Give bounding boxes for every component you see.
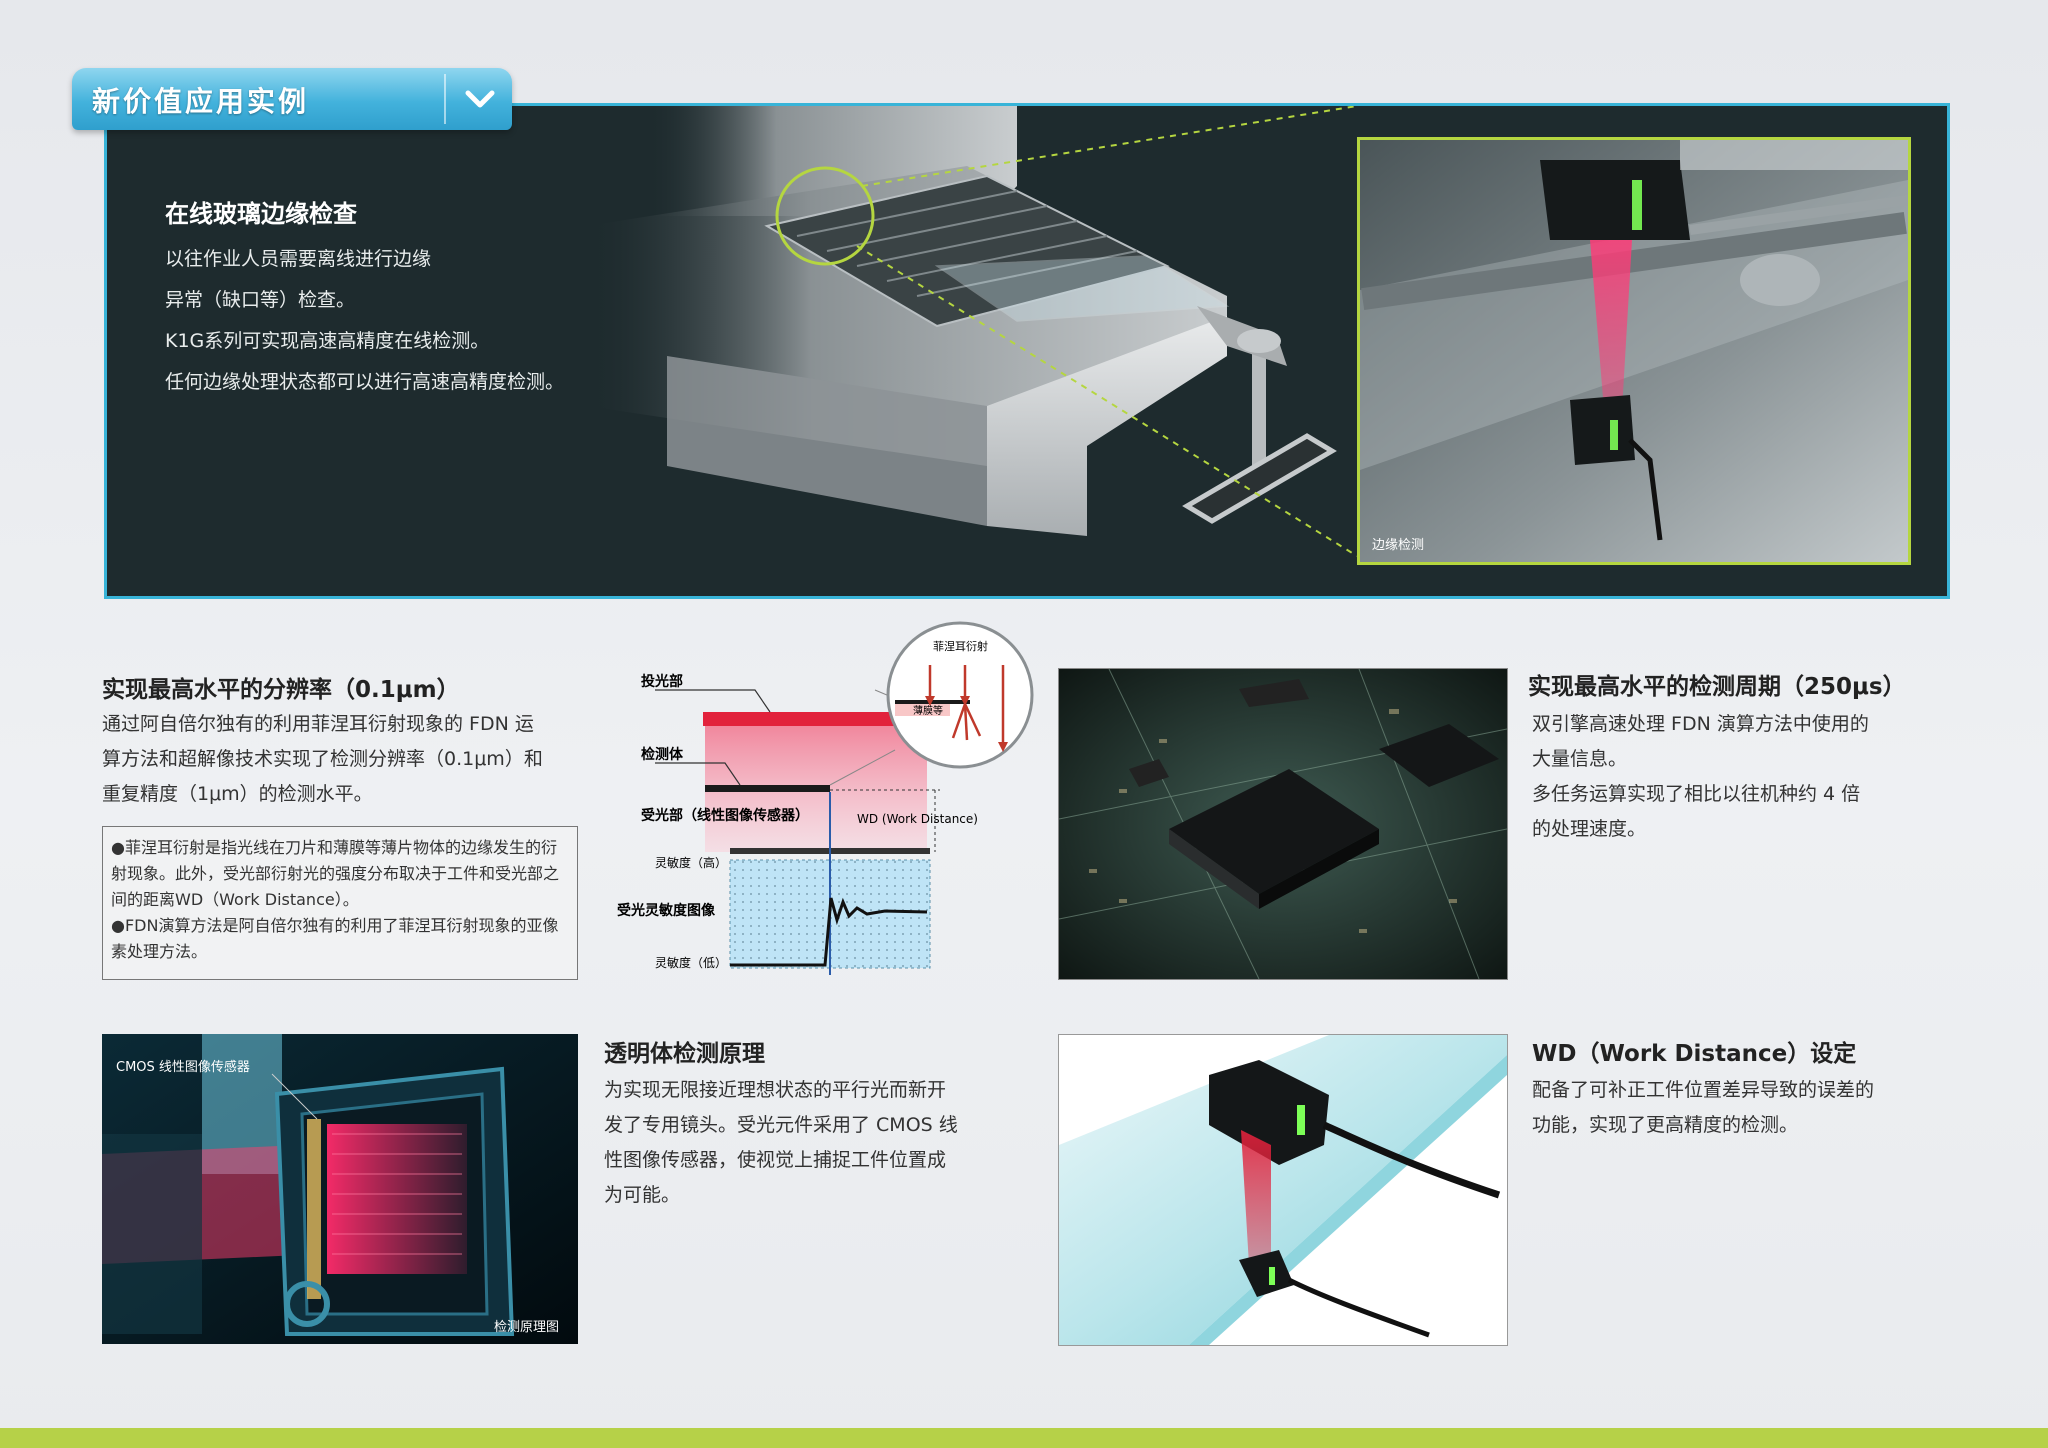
- receiver-label: 受光部（线性图像传感器）: [641, 807, 809, 824]
- sens-image-label: 受光灵敏度图像: [617, 902, 716, 919]
- transparent-line: 性图像传感器，使视觉上捕捉工件位置成: [604, 1149, 947, 1171]
- wd-title: WD（Work Distance）设定: [1532, 1041, 1857, 1067]
- cycle-line: 的处理速度。: [1532, 818, 1647, 840]
- note-box: ●菲涅耳衍射是指光线在刀片和薄膜等薄片物体的边缘发生的衍射现象。此外，受光部衍射…: [102, 826, 578, 980]
- edge-detection-inset: 边缘检测: [1357, 137, 1911, 565]
- header-divider: [444, 74, 446, 124]
- note-text: FDN演算方法是阿自倍尔独有的利用了菲涅耳衍射现象的亚像素处理方法。: [111, 916, 559, 961]
- cmos-label: CMOS 线性图像传感器: [116, 1060, 250, 1075]
- resolution-line: 通过阿自倍尔独有的利用菲涅耳衍射现象的 FDN 运: [102, 713, 534, 735]
- resolution-title: 实现最高水平的分辨率（0.1μm）: [102, 677, 460, 703]
- section-header-tab[interactable]: 新价值应用实例: [72, 68, 512, 130]
- transparent-title: 透明体检测原理: [604, 1041, 765, 1067]
- resolution-line: 重复精度（1μm）的检测水平。: [102, 783, 373, 805]
- wd-label: WD (Work Distance): [857, 812, 978, 826]
- cycle-line: 大量信息。: [1532, 748, 1628, 770]
- object-bar: [705, 785, 830, 792]
- film-label: 薄膜等: [913, 704, 943, 717]
- note-item: ●FDN演算方法是阿自倍尔独有的利用了菲涅耳衍射现象的亚像素处理方法。: [111, 913, 571, 965]
- cycle-title: 实现最高水平的检测周期（250μs）: [1528, 674, 1906, 700]
- projector-label: 投光部: [641, 673, 683, 690]
- projector-bar: [703, 712, 929, 726]
- wd-photo: [1058, 1034, 1508, 1346]
- pcb-photo: [1058, 668, 1508, 980]
- cmos-photo: CMOS 线性图像传感器 检测原理图: [102, 1034, 578, 1344]
- transparent-line: 为实现无限接近理想状态的平行光而新开: [604, 1079, 947, 1101]
- hero-title: 在线玻璃边缘检查: [165, 200, 357, 228]
- bullet-icon: ●: [111, 838, 125, 857]
- cmos-caption: 检测原理图: [494, 1320, 560, 1335]
- resolution-line: 算方法和超解像技术实现了检测分辨率（0.1μm）和: [102, 748, 543, 770]
- edge-detection-photo: [1360, 140, 1908, 562]
- note-item: ●菲涅耳衍射是指光线在刀片和薄膜等薄片物体的边缘发生的衍射现象。此外，受光部衍射…: [111, 835, 571, 913]
- fresnel-label: 菲涅耳衍射: [933, 639, 988, 653]
- hero-line: 以往作业人员需要离线进行边缘: [165, 248, 432, 270]
- glass-machine-illustration: [587, 106, 1358, 557]
- note-text: 菲涅耳衍射是指光线在刀片和薄膜等薄片物体的边缘发生的衍射现象。此外，受光部衍射光…: [111, 838, 560, 909]
- hero-line: 异常（缺口等）检查。: [165, 289, 356, 311]
- chevron-down-icon[interactable]: [460, 82, 500, 116]
- hero-line: K1G系列可实现高速高精度在线检测。: [165, 330, 490, 352]
- pcb-illustration: [1059, 669, 1507, 979]
- cycle-line: 多任务运算实现了相比以往机种约 4 倍: [1532, 783, 1861, 805]
- bullet-icon: ●: [111, 916, 125, 935]
- sens-high-label: 灵敏度（高）: [655, 855, 727, 870]
- object-label: 检测体: [641, 746, 684, 763]
- transparent-line: 发了专用镜头。受光元件采用了 CMOS 线: [604, 1114, 958, 1136]
- wd-line: 配备了可补正工件位置差异导致的误差的: [1532, 1079, 1875, 1101]
- cmos-illustration: [102, 1034, 578, 1344]
- fresnel-diagram: 投光部 检测体 受光部（线性图像传感器） WD (Work Distance) …: [617, 621, 1034, 975]
- inset-label: 边缘检测: [1372, 538, 1425, 553]
- bottom-accent-bar: [0, 1428, 2048, 1448]
- wd-line: 功能，实现了更高精度的检测。: [1532, 1114, 1799, 1136]
- transparent-line: 为可能。: [604, 1184, 681, 1206]
- sens-low-label: 灵敏度（低）: [655, 955, 727, 970]
- hero-line: 任何边缘处理状态都可以进行高速高精度检测。: [165, 371, 565, 393]
- hero-panel: 在线玻璃边缘检查 以往作业人员需要离线进行边缘 异常（缺口等）检查。 K1G系列…: [104, 103, 1950, 599]
- wd-illustration: [1059, 1035, 1507, 1345]
- cycle-line: 双引擎高速处理 FDN 演算方法中使用的: [1532, 713, 1869, 735]
- zoom-circle: [886, 621, 1034, 769]
- section-title: 新价值应用实例: [92, 85, 310, 118]
